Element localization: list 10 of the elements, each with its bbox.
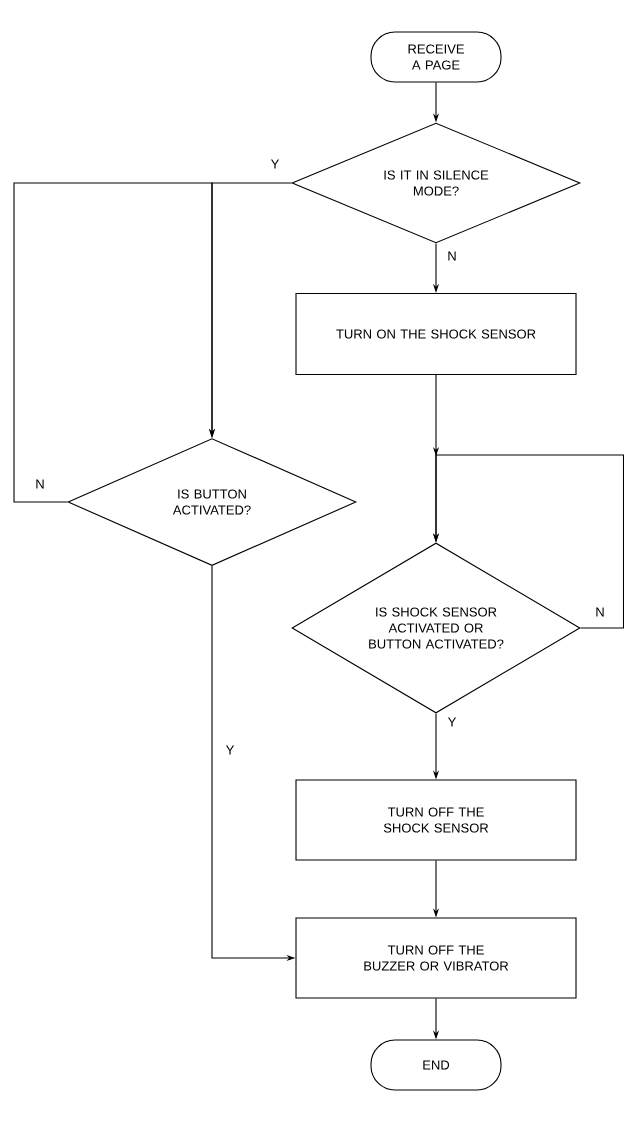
- edge-label: Y: [269, 158, 281, 170]
- edge-label: N: [446, 250, 458, 262]
- process-box: TURN OFF THE SHOCK SENSOR: [295, 779, 577, 861]
- process-box: TURN OFF THE BUZZER OR VIBRATOR: [295, 917, 577, 999]
- arrow: [13, 182, 216, 503]
- edge-label: N: [594, 606, 606, 618]
- edge-label: Y: [446, 716, 458, 728]
- process-box: TURN ON THE SHOCK SENSOR: [295, 292, 577, 376]
- edge-label: N: [34, 478, 46, 490]
- edge-label: Y: [224, 744, 236, 756]
